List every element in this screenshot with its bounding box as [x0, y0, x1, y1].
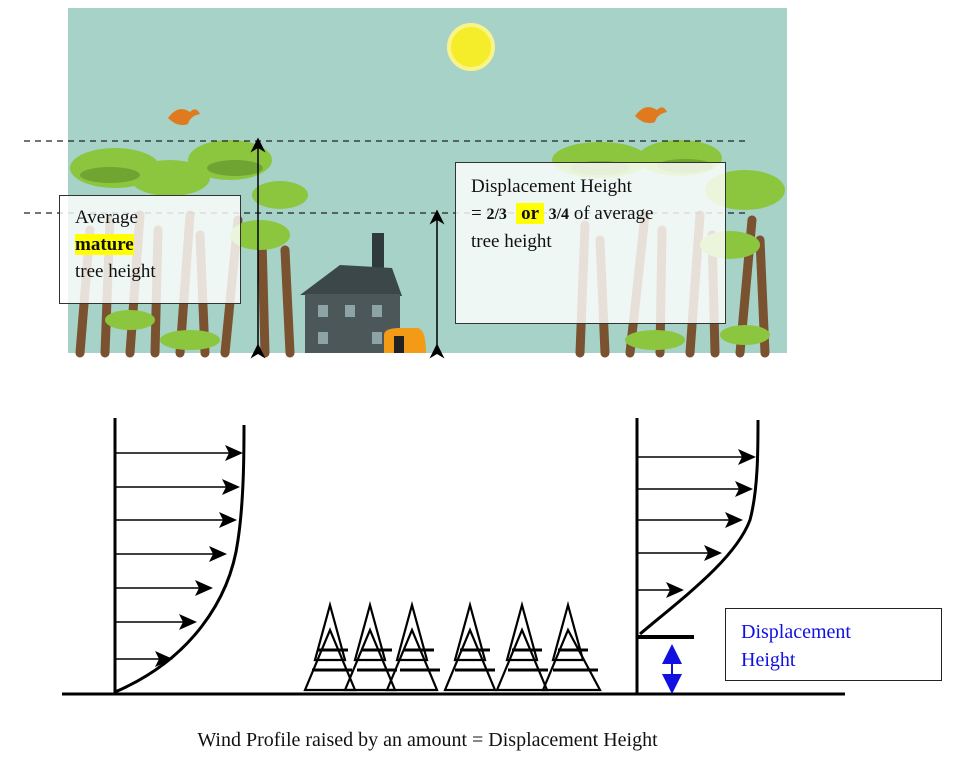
sun-icon: [447, 23, 495, 71]
or-highlight: or: [516, 203, 544, 224]
displacement-title: Displacement Height: [471, 176, 632, 197]
average-line3: tree height: [75, 261, 156, 282]
conifer-texture: [312, 648, 598, 672]
house-icon: [300, 233, 426, 353]
bird-icon: [168, 107, 667, 126]
label-line1: Displacement: [741, 621, 851, 643]
figure-caption: Wind Profile raised by an amount = Displ…: [197, 729, 658, 751]
average-height-callout: Average mature tree height: [59, 195, 241, 304]
conifer-trees: [303, 600, 602, 692]
mature-highlight: mature: [75, 234, 134, 255]
fraction-three-quarters: 3/4: [548, 206, 570, 223]
right-wind-profile: [635, 418, 760, 694]
displacement-height-label: Displacement Height: [725, 608, 942, 681]
formula-eq: =: [471, 203, 487, 224]
formula-tail: of average: [569, 203, 654, 224]
displacement-formula: = 2/3 or 3/4 of average: [471, 200, 725, 228]
fraction-two-thirds: 2/3: [486, 206, 507, 223]
displacement-height-callout: Displacement Height = 2/3 or 3/4 of aver…: [455, 162, 726, 324]
wind-profile-diagram: [62, 418, 845, 696]
left-wind-profile: [113, 418, 246, 694]
average-line1: Average: [75, 207, 138, 228]
displacement-line3: tree height: [471, 231, 552, 252]
label-line2: Height: [741, 649, 796, 671]
